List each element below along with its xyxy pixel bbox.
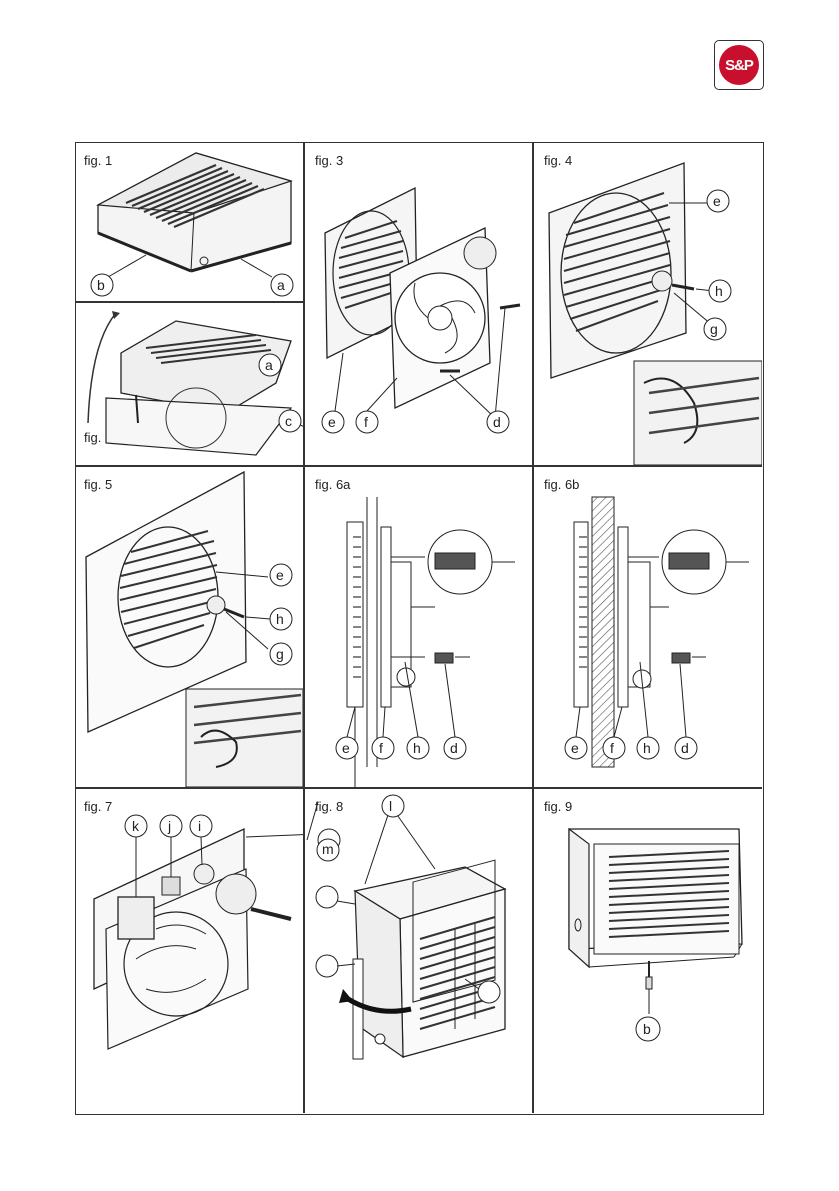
callout-d: d <box>681 740 689 756</box>
side-section-thin-wall <box>305 467 532 787</box>
logo-mark: S&P <box>719 45 759 85</box>
figure-grid: fig. 1 b a fig. 2 <box>75 142 764 1115</box>
callout-d: d <box>493 414 501 430</box>
callout-h: h <box>413 740 421 756</box>
callout-f: f <box>379 740 383 756</box>
callout-b: b <box>643 1021 651 1037</box>
callout-l: l <box>389 798 392 814</box>
callout-e: e <box>342 740 350 756</box>
wall-grille-illustration <box>76 467 303 787</box>
fan-cover-illustration <box>76 143 303 301</box>
figure-6b: fig. 6b <box>534 467 762 787</box>
sp-logo: S&P <box>714 40 764 90</box>
callout-a: a <box>277 277 285 293</box>
callout-g: g <box>276 646 284 662</box>
callout-g: g <box>710 321 718 337</box>
side-section-thick-wall <box>534 467 762 787</box>
figure-6a: fig. 6a <box>305 467 532 787</box>
cover-hinge-illustration <box>76 303 303 465</box>
fan-electronics-illustration <box>76 789 303 1113</box>
callout-c: c <box>285 413 292 429</box>
figure-7: fig. 7 k j i <box>76 789 303 1113</box>
callout-j: j <box>168 818 171 834</box>
callout-f: f <box>364 414 368 430</box>
callout-k: k <box>132 818 139 834</box>
callout-e: e <box>571 740 579 756</box>
figure-5: fig. 5 e h g <box>76 467 303 787</box>
callout-e: e <box>328 414 336 430</box>
callout-h: h <box>276 611 284 627</box>
callout-e: e <box>276 567 284 583</box>
figure-3: fig. 3 e f d <box>305 143 532 465</box>
figure-9: fig. 9 b <box>534 789 762 1113</box>
callout-e: e <box>713 193 721 209</box>
callout-d: d <box>450 740 458 756</box>
callout-i: i <box>198 818 201 834</box>
figure-4: fig. 4 e h g <box>534 143 762 465</box>
callout-m: m <box>322 841 334 857</box>
figure-1: fig. 1 b a <box>76 143 303 301</box>
callout-a: a <box>265 357 273 373</box>
figure-2: fig. 2 a c <box>76 303 303 465</box>
callout-h: h <box>643 740 651 756</box>
callout-b: b <box>97 277 105 293</box>
grille-fixing-illustration <box>534 143 762 465</box>
callout-h: h <box>715 283 723 299</box>
assembled-fan-illustration <box>534 789 762 1113</box>
callout-f: f <box>610 740 614 756</box>
